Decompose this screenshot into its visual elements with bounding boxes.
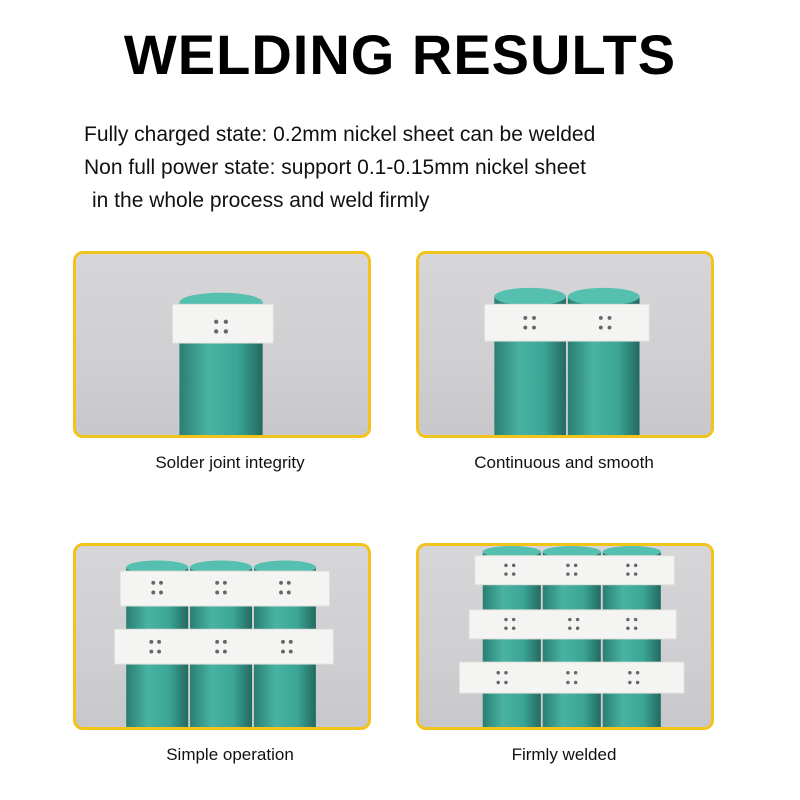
description: Fully charged state: 0.2mm nickel sheet … (84, 118, 774, 217)
description-line-3: in the whole process and weld firmly (92, 189, 430, 212)
caption-simple-operation: Simple operation (166, 745, 294, 764)
six-battery-illustration (114, 560, 334, 727)
page-title: WELDING RESULTS (123, 23, 677, 86)
panel-simple-operation (73, 543, 371, 730)
description-line-1: Fully charged state: 0.2mm nickel sheet … (84, 123, 596, 146)
panel-continuous-and-smooth (416, 251, 714, 438)
caption-continuous-and-smooth: Continuous and smooth (474, 453, 654, 472)
nine-battery-illustration (459, 546, 685, 727)
description-line-2: Non full power state: support 0.1-0.15mm… (84, 156, 586, 179)
single-battery-illustration (172, 292, 274, 435)
panel-solder-joint-integrity (73, 251, 371, 438)
two-battery-illustration (484, 287, 650, 435)
caption-solder-joint-integrity: Solder joint integrity (155, 453, 305, 472)
panel-firmly-welded (416, 543, 714, 730)
caption-firmly-welded: Firmly welded (511, 745, 617, 764)
